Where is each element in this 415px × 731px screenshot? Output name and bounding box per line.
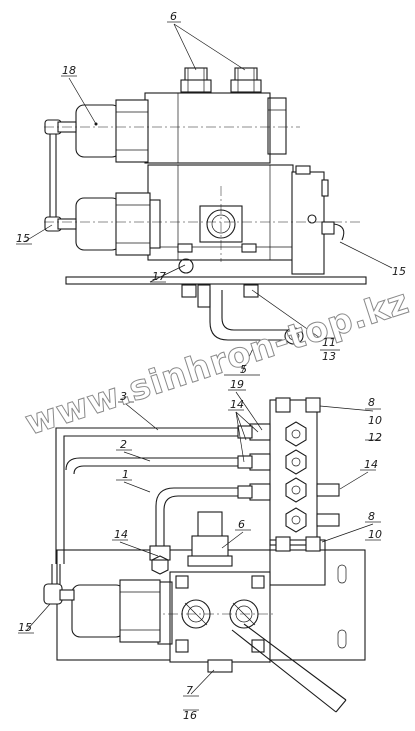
callout-16: 16 <box>183 709 197 722</box>
callout-6-top: 6 <box>170 10 177 23</box>
callout-15-bottom: 15 <box>18 621 32 634</box>
callout-7: 7 <box>186 684 193 697</box>
callout-2: 2 <box>120 438 127 451</box>
upper-solenoid <box>75 99 149 163</box>
callout-15-left: 15 <box>16 232 30 245</box>
callout-12: 12 <box>368 431 382 444</box>
base-plate <box>65 276 367 285</box>
callout-5: 5 <box>240 363 247 376</box>
upper-valve-body <box>144 92 271 164</box>
top-view <box>16 21 393 376</box>
callout-1: 1 <box>122 468 129 481</box>
watermark: www.sinhron-top.kz <box>20 282 414 444</box>
callout-8-mid: 8 <box>368 510 375 523</box>
callout-14-right: 14 <box>364 458 378 471</box>
lower-solenoid <box>75 192 161 256</box>
callout-labels: 6 18 15 15 17 11 13 5 3 19 14 8 10 12 2 … <box>16 10 406 722</box>
callout-10-top: 10 <box>368 414 382 427</box>
manifold-ports <box>285 421 307 533</box>
callout-3: 3 <box>120 390 127 403</box>
callout-14-manifold: 14 <box>230 398 244 411</box>
callout-14-left: 14 <box>114 528 128 541</box>
callout-18: 18 <box>62 64 76 77</box>
callout-8-top: 8 <box>368 396 375 409</box>
side-valve <box>291 171 325 275</box>
callout-15-right: 15 <box>392 265 406 278</box>
callout-17: 17 <box>152 270 166 283</box>
top-fittings <box>180 67 262 93</box>
tube-left <box>44 119 77 232</box>
callout-13: 13 <box>322 350 336 363</box>
bottom-view <box>18 389 381 713</box>
tubes <box>55 427 238 564</box>
callout-11: 11 <box>322 336 336 349</box>
callout-19: 19 <box>230 378 244 391</box>
callout-10-mid: 10 <box>368 528 382 541</box>
callout-6-bottom: 6 <box>238 518 245 531</box>
